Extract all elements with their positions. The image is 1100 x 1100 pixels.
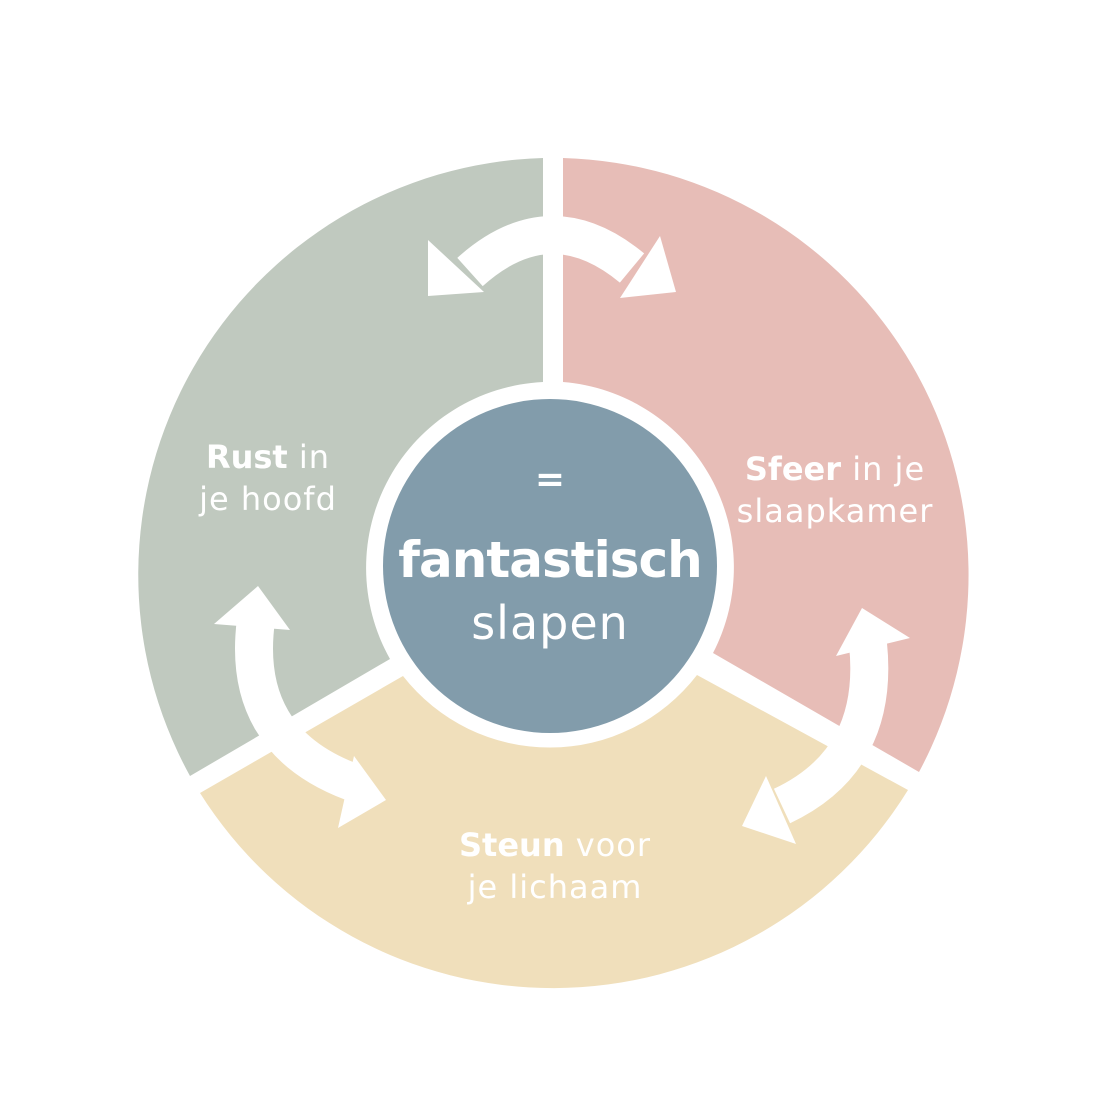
arrow-head-top-right-icon: [620, 236, 676, 298]
center-title: fantastisch: [398, 531, 703, 589]
cycle-arrows: [214, 216, 910, 844]
arrow-head-right-down-icon: [742, 776, 796, 844]
arrow-head-top-left-icon: [428, 240, 484, 296]
center-subtitle: slapen: [471, 596, 629, 650]
label-rust-line2: je hoofd: [199, 480, 337, 518]
arrow-right-arc: [773, 642, 889, 824]
label-sfeer-light: in je: [841, 450, 926, 488]
center-circle: [383, 399, 717, 733]
arrow-head-right-up-icon: [836, 608, 910, 656]
label-sfeer-bold: Sfeer: [744, 450, 842, 488]
label-steun-bold: Steun: [458, 826, 565, 864]
label-sfeer-line2: slaapkamer: [736, 492, 934, 530]
arrow-top-arc: [457, 216, 645, 287]
arrow-head-left-up-icon: [214, 586, 290, 630]
label-rust-light: in: [287, 438, 331, 476]
segment-steun: [200, 675, 908, 989]
label-sfeer: Sfeer in je slaapkamer: [730, 448, 940, 532]
label-steun-light: voor: [564, 826, 652, 864]
label-rust-bold: Rust: [205, 438, 288, 476]
arrow-head-left-down-icon: [338, 756, 386, 828]
label-steun: Steun voor je lichaam: [430, 824, 680, 908]
label-rust: Rust in je hoofd: [168, 436, 368, 520]
center-equals: =: [534, 459, 566, 500]
label-steun-line2: je lichaam: [467, 868, 643, 906]
arrow-left-arc: [235, 617, 360, 800]
